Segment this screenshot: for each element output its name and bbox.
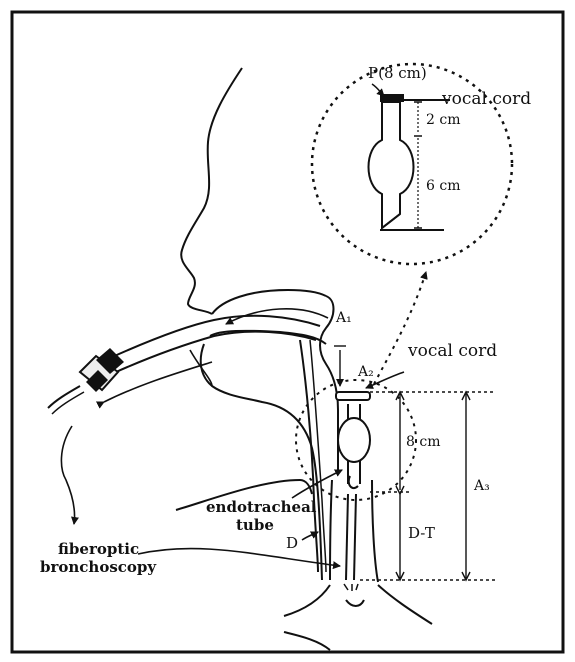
ett-cuff — [338, 418, 370, 462]
scope-shaft — [346, 494, 348, 580]
ett-top-cap — [336, 392, 370, 400]
a1-label: A₁ — [335, 310, 352, 326]
vocal-cord-label: vocal cord — [407, 341, 497, 361]
carina — [346, 600, 364, 606]
scope-cable-left-2 — [52, 392, 84, 414]
dim-arrowheads — [396, 392, 470, 580]
inset-vocal-cord-label: vocal cord — [441, 89, 531, 109]
inset-p-pointer — [372, 84, 384, 96]
eight-cm-label: 8 cm — [406, 434, 440, 450]
tube-lower-line — [116, 332, 316, 372]
a2-label: A₂ — [357, 364, 374, 380]
ett-tip — [349, 476, 358, 488]
face-profile — [181, 68, 242, 314]
d-t-label: D-T — [408, 524, 435, 542]
inset-ticks — [414, 102, 422, 228]
scope-shaft-2 — [354, 494, 356, 580]
tube-upper-line — [110, 316, 320, 358]
zoom-link-dashed-arrow — [374, 272, 426, 384]
p-label: P(8 cm) — [368, 64, 427, 82]
fiberoptic-arrow-up — [104, 362, 212, 402]
a3-label: A₃ — [473, 478, 490, 494]
bronchus-lower — [284, 632, 330, 650]
fiberoptic-label: fiberoptic — [58, 540, 139, 558]
bronchus-left — [284, 585, 330, 616]
inset-2cm-label: 2 cm — [426, 112, 460, 128]
bronchoscopy-label: bronchoscopy — [40, 558, 157, 576]
chin-neck — [201, 344, 322, 580]
scope-tip — [344, 584, 358, 591]
d-line — [300, 340, 318, 572]
fiberoptic-curve — [61, 426, 74, 524]
d-label: D — [286, 534, 298, 552]
endotracheal-label: endotracheal — [206, 498, 317, 516]
inset-6cm-label: 6 cm — [426, 178, 460, 194]
bronchus-right — [378, 585, 432, 624]
tube-label: tube — [236, 516, 274, 534]
fiberoptic-pointer — [138, 549, 340, 566]
